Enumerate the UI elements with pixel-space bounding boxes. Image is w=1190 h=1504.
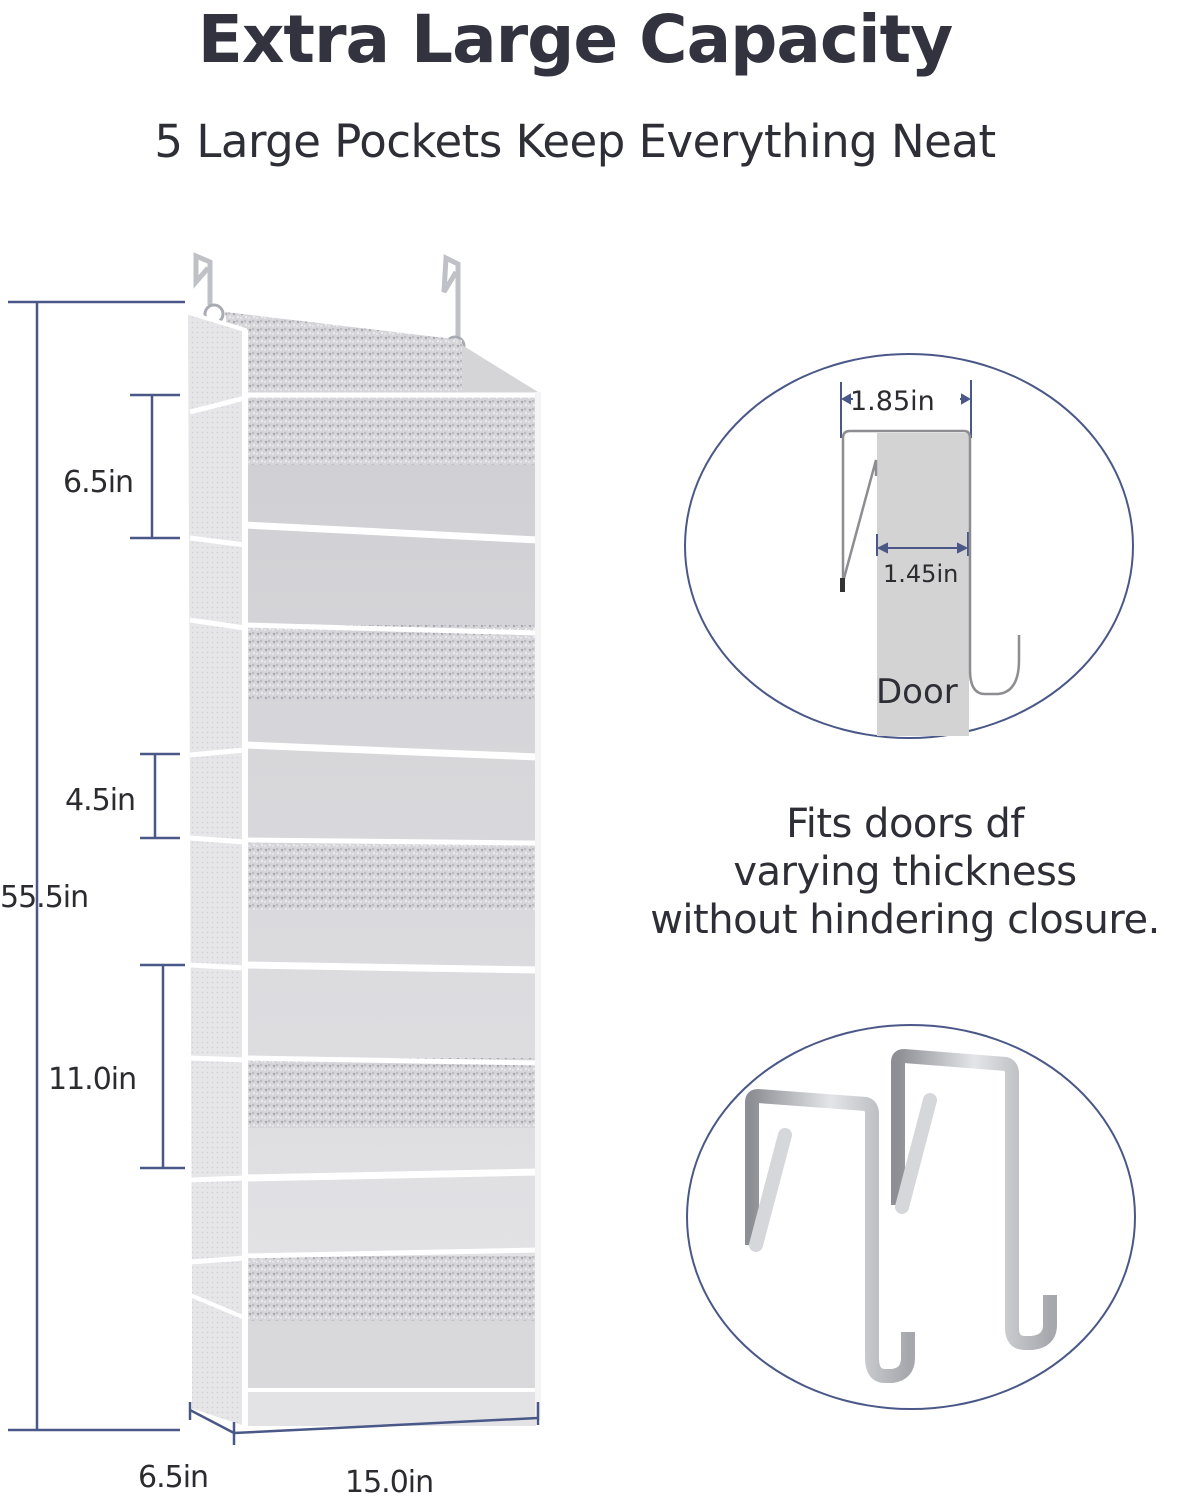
hook-2 xyxy=(891,1049,1057,1350)
hook-1 xyxy=(745,1089,915,1383)
pocket-1 xyxy=(244,392,539,544)
feature-line-1: Fits doors df xyxy=(786,801,1024,847)
organizer-graphic xyxy=(183,252,541,1431)
feature-description: Fits doors df varying thickness without … xyxy=(620,800,1190,944)
door-hook-right xyxy=(441,254,461,338)
dimension-lines xyxy=(8,300,540,1445)
subheadline: 5 Large Pockets Keep Everything Neat xyxy=(154,115,996,168)
pocket-5 xyxy=(244,1247,539,1402)
feature-line-2: varying thickness xyxy=(733,849,1077,895)
dim-pocket-height-large: 11.0in xyxy=(48,1062,137,1097)
door-cross-section xyxy=(877,433,969,736)
feature-line-3: without hindering closure. xyxy=(650,897,1160,943)
metal-hooks-graphic xyxy=(745,1049,1057,1383)
dim-pocket-height-top: 6.5in xyxy=(63,465,134,500)
hook-diagram-oval xyxy=(684,353,1134,739)
headline: Extra Large Capacity xyxy=(197,1,953,78)
dim-pocket-gap: 4.5in xyxy=(65,783,136,818)
pocket-3 xyxy=(244,837,539,974)
hook-outer-width-label: 1.85in xyxy=(850,386,935,417)
hook-diagram xyxy=(840,380,1021,696)
hook-inner-width-label: 1.45in xyxy=(883,560,959,588)
pocket-4 xyxy=(244,1055,539,1182)
hooks-photo-oval xyxy=(686,1024,1136,1410)
door-label: Door xyxy=(876,672,958,712)
dim-total-height: 55.5in xyxy=(0,880,89,915)
organizer-illustration xyxy=(0,240,600,1500)
dim-width: 15.0in xyxy=(345,1465,434,1500)
dim-depth: 6.5in xyxy=(138,1460,209,1495)
door-hook-left xyxy=(193,252,213,305)
pocket-2 xyxy=(244,622,539,761)
